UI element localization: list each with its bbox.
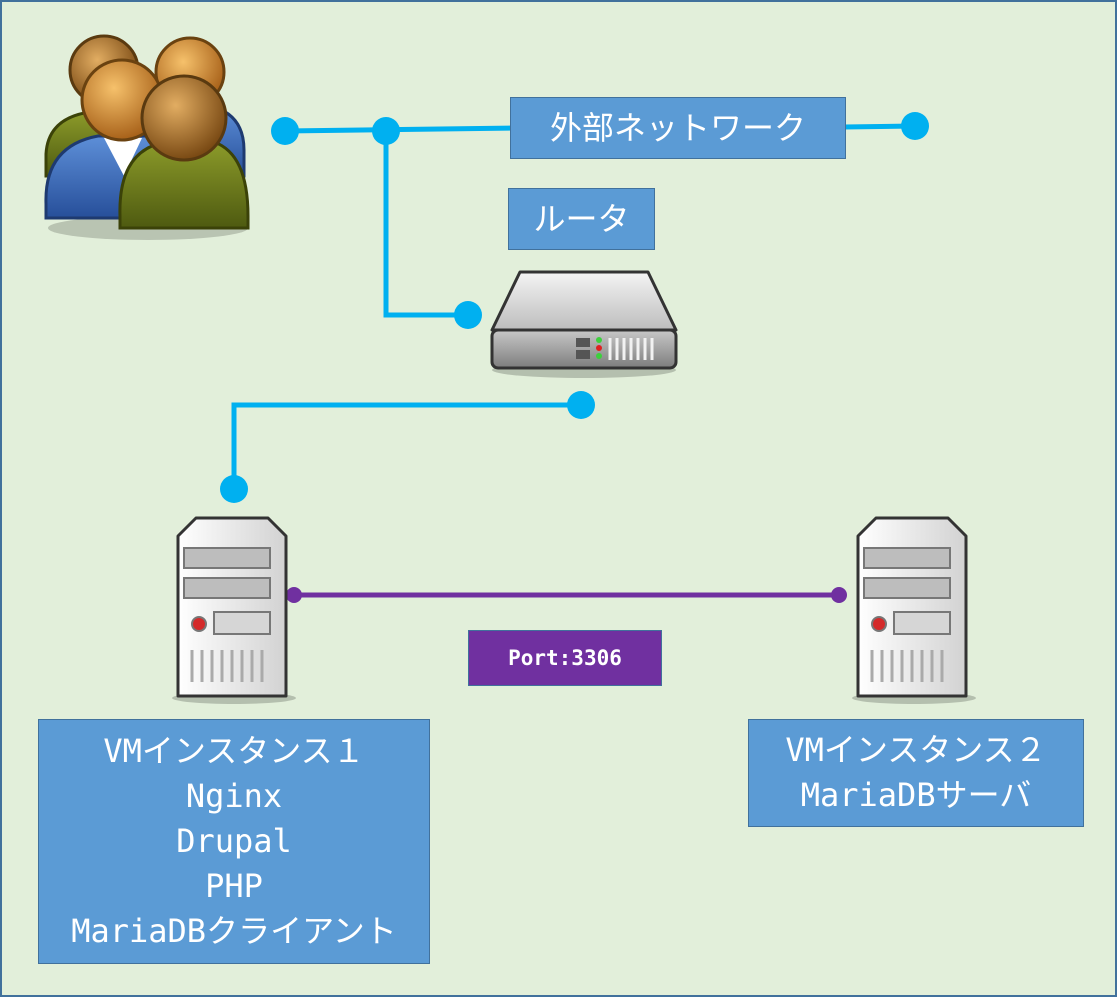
- vm1-title: VMインスタンス１: [103, 732, 365, 770]
- vm1-software: PHP: [205, 867, 263, 905]
- router-icon: [490, 270, 678, 378]
- endpoint-dot: [901, 112, 929, 140]
- port-label: Port:3306: [468, 630, 662, 686]
- vm1-port-dot: [220, 475, 248, 503]
- users-group-icon: [44, 34, 250, 240]
- vm1-db-port-dot: [286, 587, 302, 603]
- router-uplink-line: [383, 131, 468, 318]
- vm1-software: Nginx: [185, 777, 283, 815]
- vm2-software: MariaDBサーバ: [800, 776, 1032, 814]
- router-downlink-line: [231, 402, 581, 489]
- tower-server-icon: [852, 516, 976, 704]
- vm2-title: VMインスタンス２: [785, 731, 1047, 769]
- endpoint-dot: [271, 117, 299, 145]
- vm2-db-port-dot: [831, 587, 847, 603]
- router-label: ルータ: [508, 188, 655, 250]
- router-port-dot: [454, 301, 482, 329]
- tower-server-icon: [172, 516, 296, 704]
- vm1-software: Drupal: [176, 822, 292, 860]
- vm1-label: VMインスタンス１ Nginx Drupal PHP MariaDBクライアント: [38, 719, 430, 964]
- vm2-label: VMインスタンス２ MariaDBサーバ: [748, 719, 1084, 827]
- external-network-label: 外部ネットワーク: [510, 97, 846, 159]
- vm1-software: MariaDBクライアント: [71, 912, 397, 950]
- junction-dot: [372, 117, 400, 145]
- router-port-dot: [567, 391, 595, 419]
